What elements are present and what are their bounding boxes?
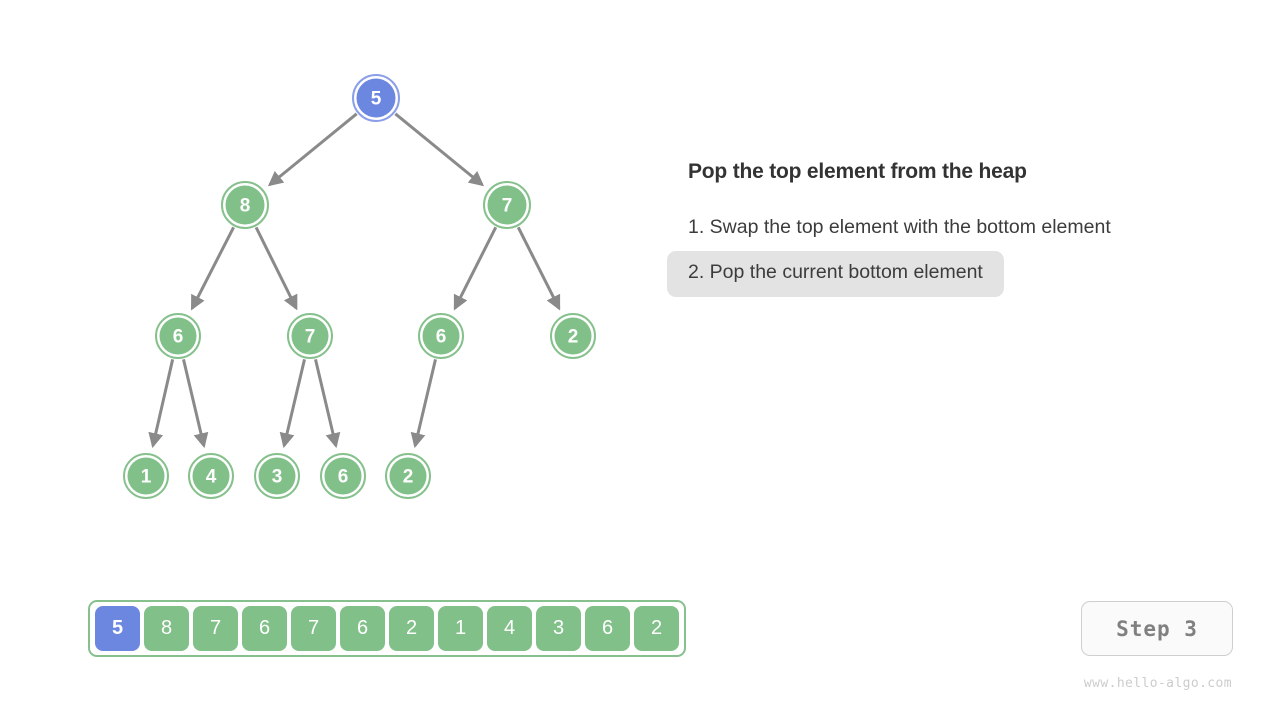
node-value: 7 bbox=[305, 327, 316, 348]
node-ring bbox=[188, 453, 234, 499]
tree-node: 4 bbox=[188, 453, 234, 499]
tree-edge bbox=[394, 112, 485, 187]
array-cell: 3 bbox=[536, 606, 581, 651]
step-row: 1. Swap the top element with the bottom … bbox=[667, 206, 1227, 251]
tree-edge bbox=[453, 226, 498, 311]
tree-edge bbox=[190, 226, 235, 311]
step-badge: Step 3 bbox=[1081, 601, 1233, 656]
tree-edge bbox=[314, 359, 341, 449]
tree-edge bbox=[410, 359, 437, 449]
node-ring bbox=[155, 313, 201, 359]
node-ring bbox=[385, 453, 431, 499]
array-cell: 7 bbox=[193, 606, 238, 651]
tree-node: 1 bbox=[123, 453, 169, 499]
node-ring bbox=[418, 313, 464, 359]
array-cell: 6 bbox=[242, 606, 287, 651]
tree-edge bbox=[267, 112, 358, 187]
array-cell: 2 bbox=[389, 606, 434, 651]
node-ring bbox=[320, 453, 366, 499]
node-value: 2 bbox=[403, 467, 414, 488]
tree-node: 7 bbox=[287, 313, 333, 359]
tree-node: 7 bbox=[483, 181, 531, 229]
node-value: 6 bbox=[436, 327, 447, 348]
array-cell: 7 bbox=[291, 606, 336, 651]
heap-tree-diagram: 5 8 7 6 7 6 2 1 4 3 6 2 bbox=[123, 74, 596, 499]
tree-node: 8 bbox=[221, 181, 269, 229]
node-disc bbox=[554, 317, 592, 355]
step-item: 1. Swap the top element with the bottom … bbox=[688, 216, 1111, 238]
array-cell: 6 bbox=[340, 606, 385, 651]
array-cell: 2 bbox=[634, 606, 679, 651]
step-item-active: 2. Pop the current bottom element bbox=[667, 251, 1004, 297]
node-value: 6 bbox=[173, 327, 184, 348]
tree-node: 3 bbox=[254, 453, 300, 499]
tree-edge bbox=[182, 359, 209, 449]
tree-edge bbox=[279, 359, 306, 449]
node-ring bbox=[352, 74, 400, 122]
node-disc bbox=[487, 185, 527, 225]
tree-nodes: 5 8 7 6 7 6 2 1 4 3 6 2 bbox=[123, 74, 596, 499]
node-disc bbox=[291, 317, 329, 355]
node-disc bbox=[192, 457, 230, 495]
node-value: 2 bbox=[568, 327, 579, 348]
node-disc bbox=[258, 457, 296, 495]
node-value: 4 bbox=[206, 467, 217, 488]
tree-node: 6 bbox=[418, 313, 464, 359]
node-value: 7 bbox=[502, 196, 513, 217]
tree-node: 6 bbox=[320, 453, 366, 499]
node-disc bbox=[225, 185, 265, 225]
node-disc bbox=[127, 457, 165, 495]
array-cell: 5 bbox=[95, 606, 140, 651]
watermark: www.hello-algo.com bbox=[1083, 676, 1232, 691]
node-ring bbox=[254, 453, 300, 499]
node-disc bbox=[422, 317, 460, 355]
node-ring bbox=[123, 453, 169, 499]
node-ring bbox=[221, 181, 269, 229]
node-value: 5 bbox=[371, 89, 382, 110]
tree-node: 5 bbox=[352, 74, 400, 122]
node-value: 8 bbox=[240, 196, 251, 217]
array-cell: 4 bbox=[487, 606, 532, 651]
array-cell: 8 bbox=[144, 606, 189, 651]
info-panel: Pop the top element from the heap 1. Swa… bbox=[667, 160, 1227, 297]
node-disc bbox=[389, 457, 427, 495]
step-row: 2. Pop the current bottom element bbox=[667, 251, 1227, 297]
tree-edge bbox=[516, 226, 561, 311]
tree-edges bbox=[148, 112, 561, 449]
tree-edge bbox=[148, 359, 175, 449]
tree-edge bbox=[254, 226, 298, 311]
tree-node: 2 bbox=[550, 313, 596, 359]
page-title: Pop the top element from the heap bbox=[688, 160, 1027, 183]
step-list: 1. Swap the top element with the bottom … bbox=[667, 206, 1227, 297]
tree-node: 6 bbox=[155, 313, 201, 359]
node-value: 1 bbox=[141, 467, 152, 488]
node-value: 6 bbox=[338, 467, 349, 488]
node-disc bbox=[324, 457, 362, 495]
node-value: 3 bbox=[272, 467, 283, 488]
tree-node: 2 bbox=[385, 453, 431, 499]
node-ring bbox=[550, 313, 596, 359]
node-disc bbox=[356, 78, 396, 118]
node-ring bbox=[287, 313, 333, 359]
array-cell: 6 bbox=[585, 606, 630, 651]
array-cell: 1 bbox=[438, 606, 483, 651]
node-disc bbox=[159, 317, 197, 355]
node-ring bbox=[483, 181, 531, 229]
